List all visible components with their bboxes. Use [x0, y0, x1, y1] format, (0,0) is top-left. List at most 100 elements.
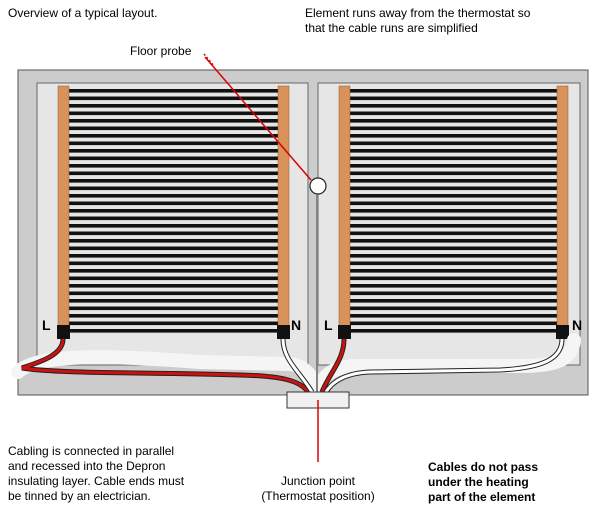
right-terminal-l-letter: L: [324, 317, 333, 333]
right-heating-stripe: [347, 231, 560, 236]
left-heating-stripe: [66, 194, 281, 198]
left-heating-stripe: [66, 111, 281, 116]
right-heating-stripe: [347, 119, 560, 123]
right-heating-element: [317, 82, 581, 366]
junction-line-2: (Thermostat position): [261, 489, 375, 503]
left-terminal-n: [277, 325, 290, 339]
right-heating-stripe: [347, 96, 560, 101]
right-heating-stripe: [347, 194, 560, 198]
element-runs-line-1: Element runs away from the thermostat so: [305, 6, 531, 20]
right-heating-stripe: [347, 291, 560, 296]
cables-note-line-2: under the heating: [428, 475, 529, 489]
left-heating-stripe: [66, 126, 281, 131]
junction-label: Junction point (Thermostat position): [238, 474, 398, 504]
right-heating-stripe: [347, 239, 560, 243]
cabling-line-1: Cabling is connected in parallel: [8, 444, 175, 458]
right-heating-stripe: [347, 186, 560, 191]
left-terminal-n-letter: N: [291, 317, 301, 333]
right-heating-stripe: [347, 254, 560, 258]
right-heating-stripe: [347, 246, 560, 251]
right-heating-stripe: [347, 179, 560, 183]
cabling-line-4: be tinned by an electrician.: [8, 489, 151, 503]
left-heating-stripe: [66, 156, 281, 161]
floor-probe-label: Floor probe: [130, 44, 192, 58]
left-heating-stripe: [66, 261, 281, 266]
element-runs-line-2: that the cable runs are simplified: [305, 21, 478, 35]
right-heating-stripe: [347, 314, 560, 318]
right-heating-stripe: [347, 216, 560, 221]
left-heating-stripes: [66, 89, 281, 333]
left-terminal-l-letter: L: [42, 317, 51, 333]
floor-probe-sensor: [309, 177, 327, 195]
right-heating-stripe: [347, 209, 560, 213]
cable-right-l: [320, 338, 346, 393]
right-heating-stripe: [347, 299, 560, 303]
left-heating-stripe: [66, 171, 281, 176]
right-heating-stripes: [347, 89, 560, 333]
right-heating-stripe: [347, 141, 560, 146]
left-heating-stripe: [66, 284, 281, 288]
right-busbar-l: [338, 85, 351, 337]
cabling-note: Cabling is connected in parallel and rec…: [8, 444, 184, 504]
cables-note: Cables do not pass under the heating par…: [428, 460, 538, 505]
left-heating-stripe: [66, 134, 281, 138]
left-heating-stripe: [66, 299, 281, 303]
left-heating-stripe: [66, 291, 281, 296]
left-heating-stripe: [66, 276, 281, 281]
junction-line-1: Junction point: [280, 474, 356, 488]
left-heating-stripe: [66, 329, 281, 333]
right-heating-stripe: [347, 104, 560, 108]
floor-probe-pointer-dots: [203, 53, 215, 67]
right-terminal-n-letter: N: [572, 317, 582, 333]
right-heating-stripe: [347, 269, 560, 273]
right-heating-stripe: [347, 201, 560, 206]
left-heating-stripe: [66, 209, 281, 213]
left-heating-stripe: [66, 224, 281, 228]
left-terminal-l: [57, 325, 70, 339]
right-heating-stripe: [347, 89, 560, 93]
cable-left-l: [21, 338, 310, 393]
left-heating-stripe: [66, 216, 281, 221]
left-heating-stripe: [66, 254, 281, 258]
right-heating-stripe: [347, 329, 560, 333]
left-heating-stripe: [66, 96, 281, 101]
left-heating-stripe: [66, 89, 281, 93]
left-heating-stripe: [66, 239, 281, 243]
left-heating-stripe: [66, 119, 281, 123]
right-terminal-n: [556, 325, 569, 339]
left-heating-stripe: [66, 231, 281, 236]
right-heating-stripe: [347, 306, 560, 311]
cables-note-line-1: Cables do not pass: [428, 460, 539, 474]
left-heating-stripe: [66, 104, 281, 108]
right-heating-stripe: [347, 111, 560, 116]
right-heating-stripe: [347, 284, 560, 288]
right-heating-stripe: [347, 126, 560, 131]
right-heating-stripe: [347, 134, 560, 138]
left-heating-stripe: [66, 149, 281, 153]
right-heating-stripe: [347, 321, 560, 326]
left-heating-element: [36, 82, 309, 366]
cabling-line-2: and recessed into the Depron: [8, 459, 166, 473]
right-heating-stripe: [347, 149, 560, 153]
right-heating-stripe: [347, 164, 560, 168]
cable-left-n: [281, 338, 314, 393]
left-busbar-l: [57, 85, 70, 337]
right-heating-stripe: [347, 276, 560, 281]
right-heating-stripe: [347, 261, 560, 266]
element-runs-caption: Element runs away from the thermostat so…: [305, 6, 530, 36]
cables-note-line-3: part of the element: [428, 490, 536, 504]
left-heating-stripe: [66, 269, 281, 273]
left-heating-stripe: [66, 186, 281, 191]
left-heating-stripe: [66, 179, 281, 183]
left-heating-stripe: [66, 306, 281, 311]
floor-probe-pointer: [204, 56, 312, 181]
left-heating-stripe: [66, 164, 281, 168]
left-heating-stripe: [66, 141, 281, 146]
right-heating-stripe: [347, 224, 560, 228]
cable-right-n: [324, 338, 564, 393]
overview-caption: Overview of a typical layout.: [8, 6, 158, 20]
left-heating-stripe: [66, 201, 281, 206]
left-heating-stripe: [66, 321, 281, 326]
right-terminal-l: [338, 325, 351, 339]
